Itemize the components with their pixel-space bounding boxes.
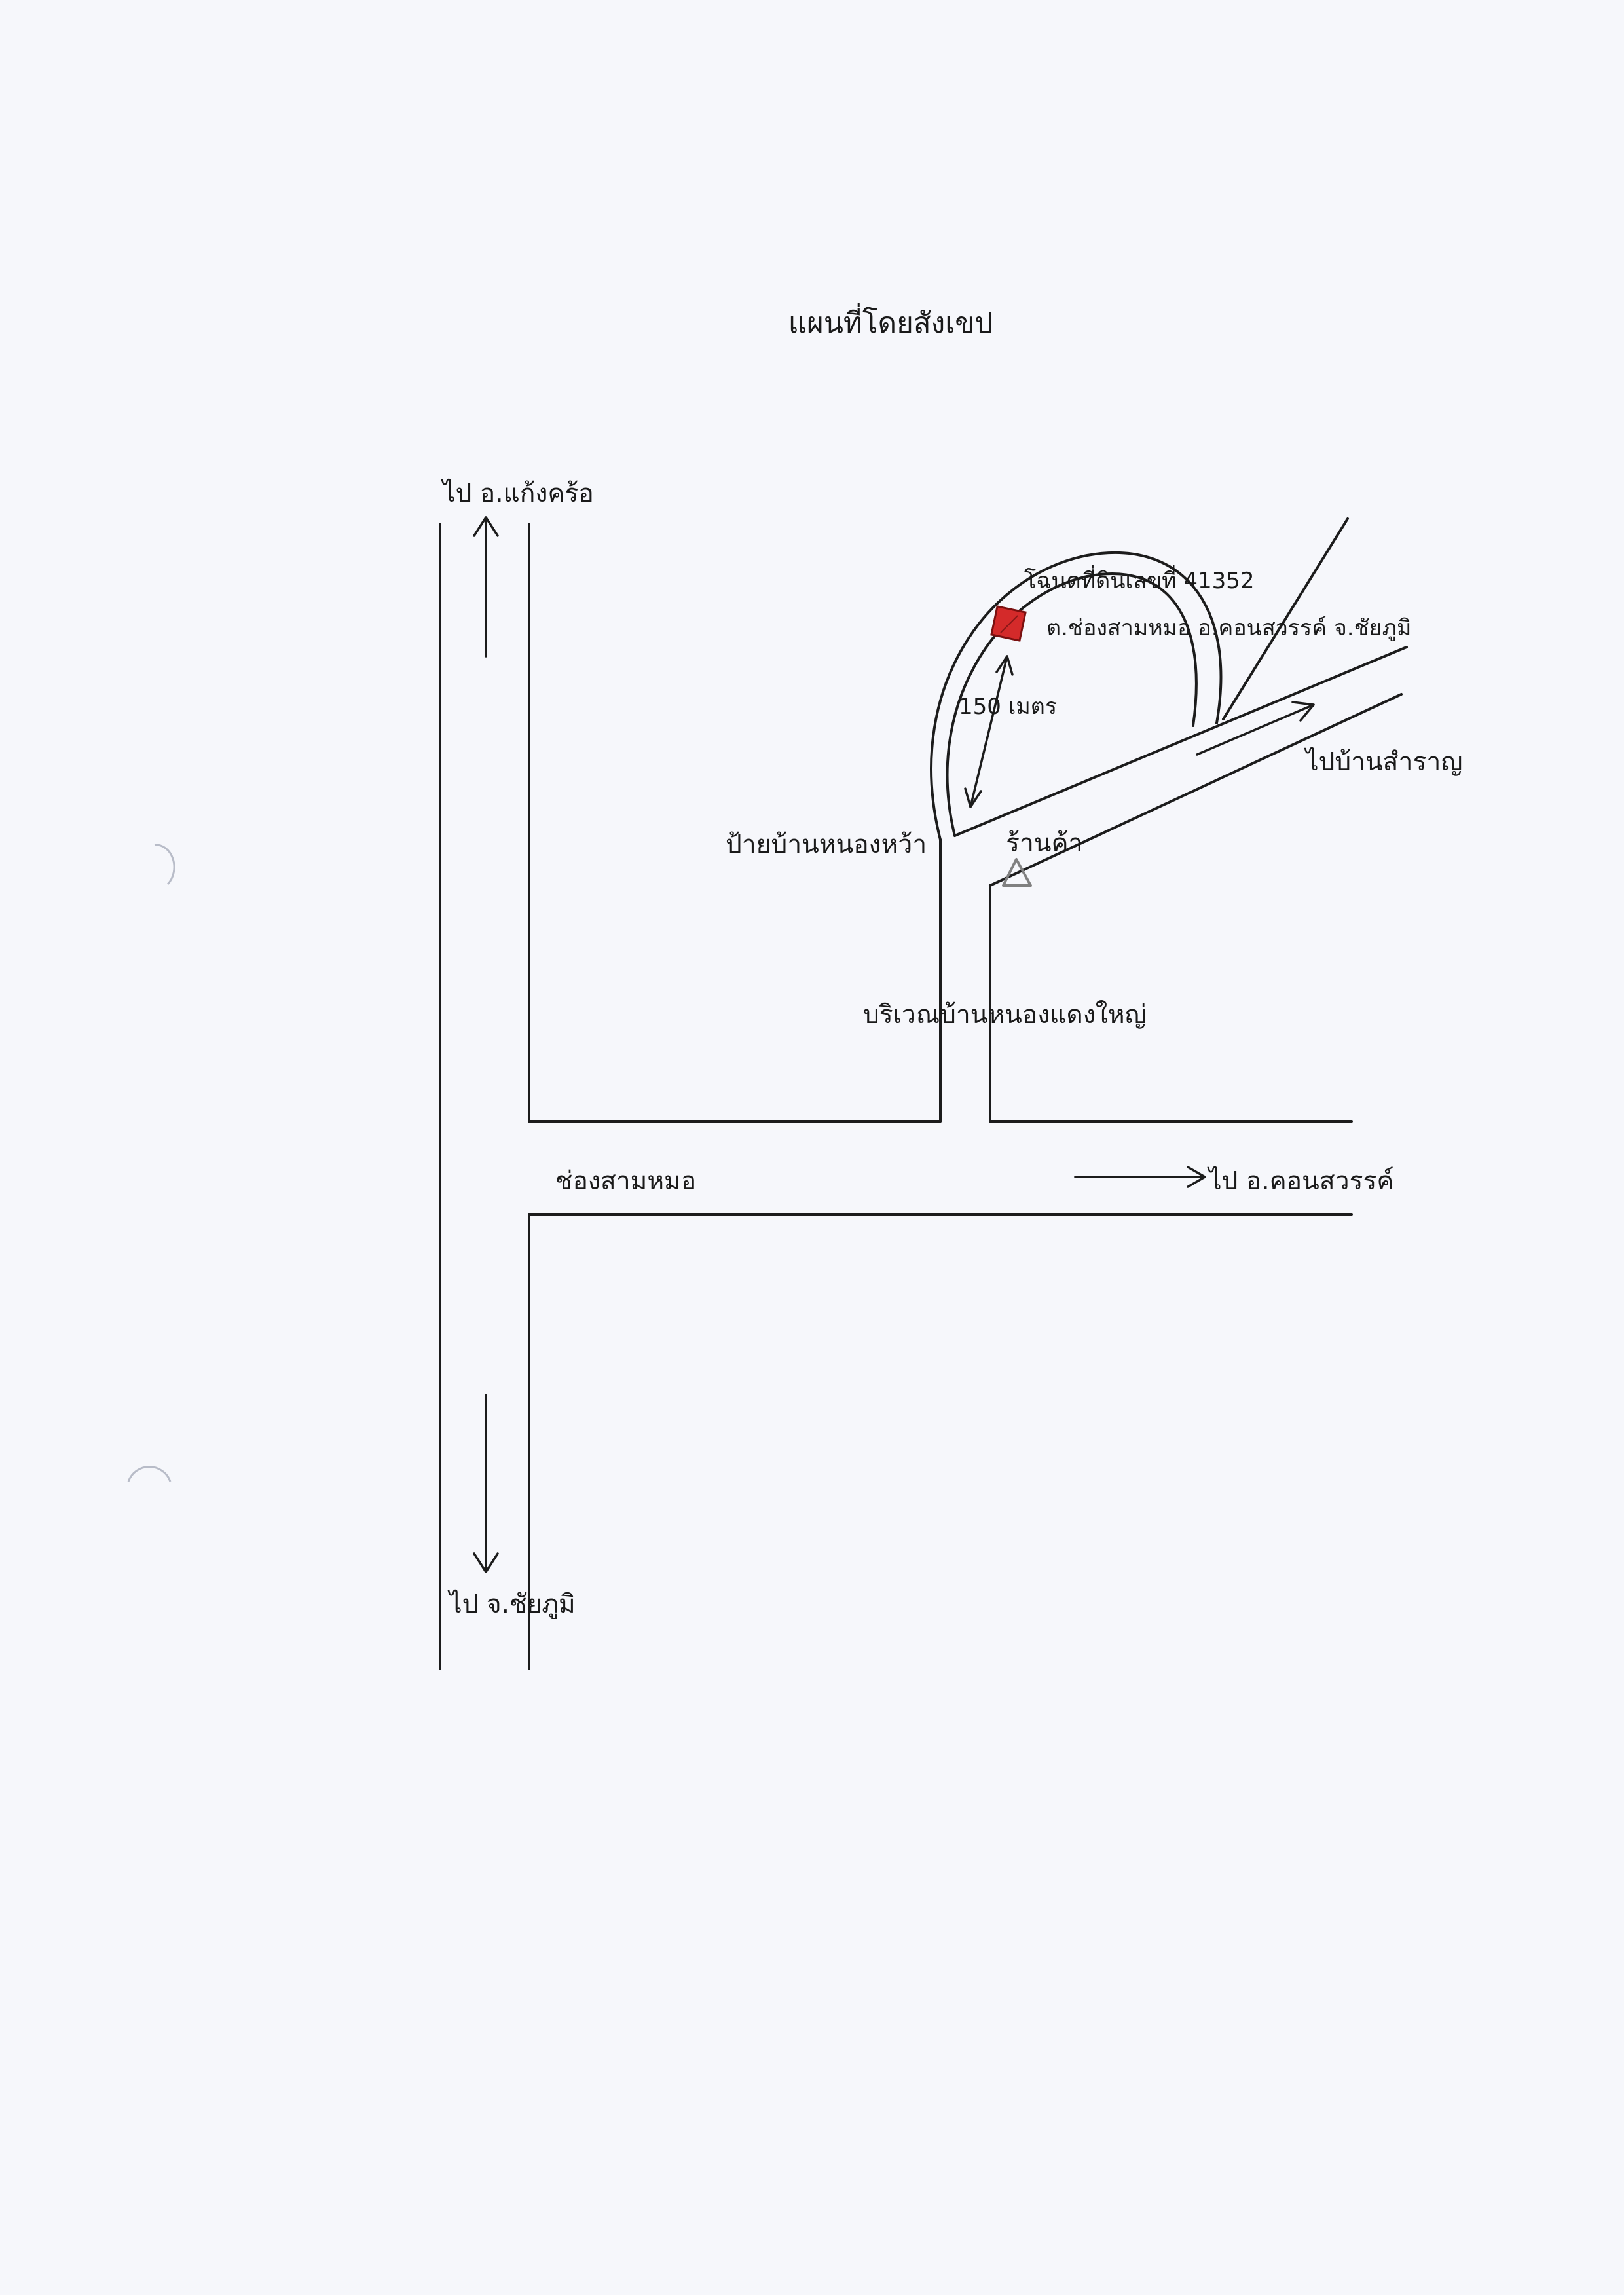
label-sign-nong-wa: ป้ายบ้านหนองหว้า — [726, 830, 927, 859]
arrow-east — [1074, 1166, 1206, 1188]
label-nong-daeng-yai: บริเวณบ้านหนองแดงใหญ่ — [863, 1000, 1147, 1030]
village-road — [939, 838, 991, 1123]
label-chong-sam-mo: ช่องสามหมอ — [555, 1166, 696, 1196]
punch-hole-top — [154, 844, 175, 886]
label-to-kaeng-khro: ไป อ.แก้งคร้อ — [441, 479, 594, 508]
main-highway — [439, 523, 530, 1670]
label-to-khon-sawan: ไป อ.คอนสวรรค์ — [1207, 1166, 1393, 1196]
plot-marker-icon — [990, 605, 1027, 642]
road-to-khon-sawan — [528, 1120, 1353, 1216]
label-shop: ร้านค้า — [1006, 829, 1083, 858]
loop-road — [930, 551, 1223, 841]
label-location: ต.ช่องสามหมอ อ.คอนสวรรค์ จ.ชัยภูมิ — [1046, 615, 1411, 641]
label-to-ban-samran: ไปบ้านสำราญ — [1304, 747, 1462, 777]
arrow-northeast — [1196, 701, 1315, 756]
shop-triangle-icon — [1002, 858, 1032, 887]
label-deed-number: โฉนดที่ดินเลขที่ 41352 — [1024, 565, 1255, 594]
arrow-north — [473, 516, 499, 658]
map-title: แผนที่โดยสังเขป — [788, 303, 993, 340]
label-distance: 150 เมตร — [959, 694, 1057, 720]
label-to-chaiyaphum: ไป จ.ชัยภูมิ — [447, 1590, 576, 1619]
punch-hole-bottom — [127, 1465, 172, 1482]
distance-arrow — [964, 655, 1014, 808]
arrow-south — [473, 1394, 499, 1573]
road-to-ban-samran — [953, 517, 1408, 887]
